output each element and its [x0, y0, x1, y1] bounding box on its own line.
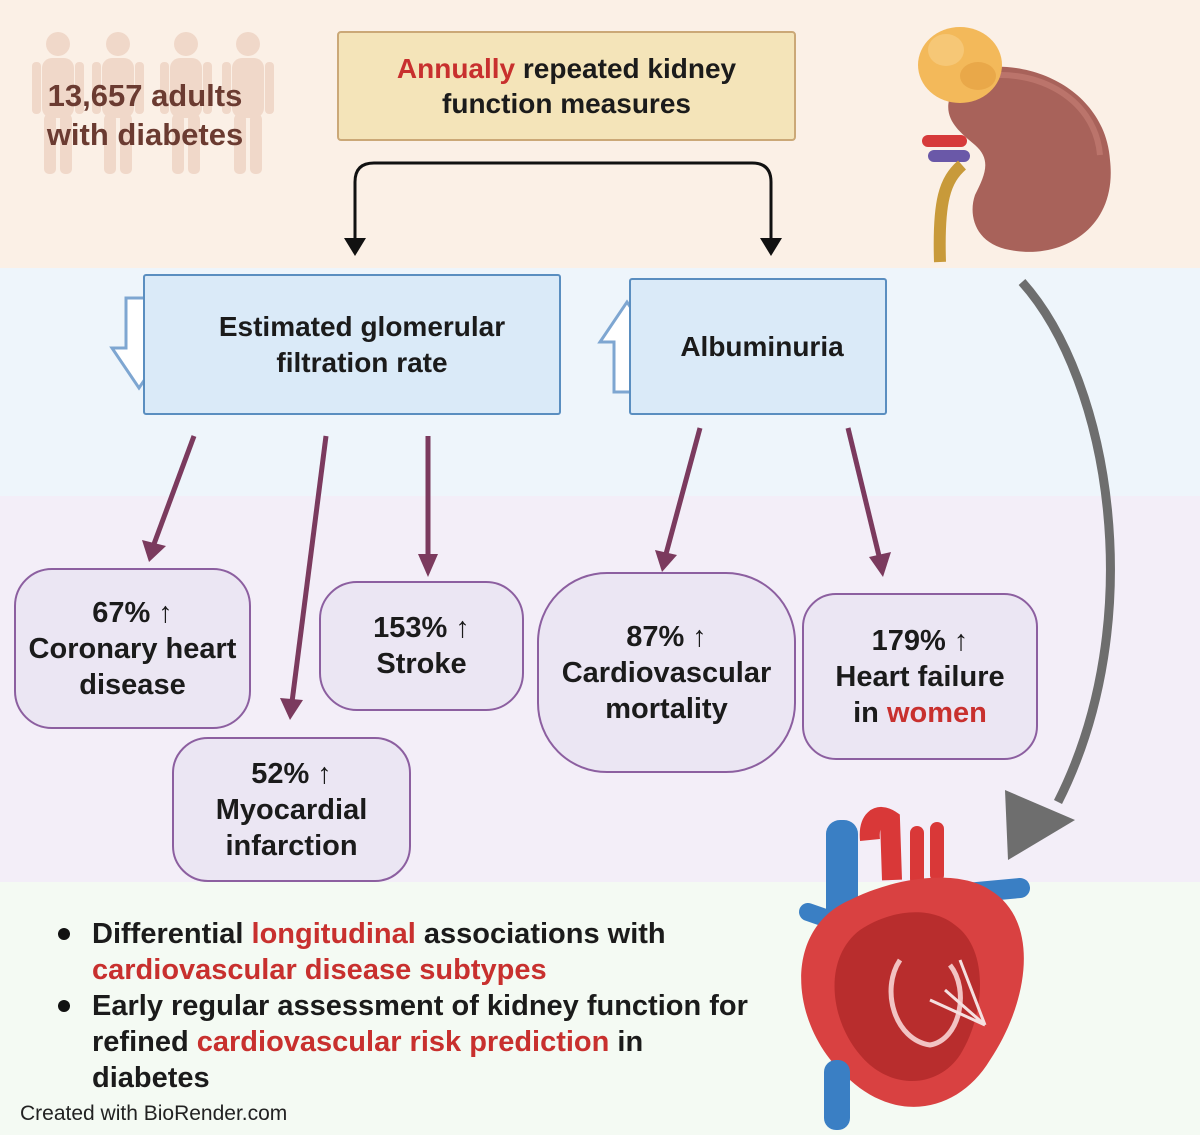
split-connector: [353, 161, 773, 240]
cvm-change: 87% ↑: [626, 620, 707, 653]
hf-line2-highlight: women: [886, 696, 987, 729]
kidney-icon: [918, 27, 1111, 263]
cohort-label: 13,657 adults with diabetes: [20, 76, 270, 154]
outcome-myocardial-infarction: 52% ↑ Myocardial infarction: [172, 737, 411, 882]
egfr-box: Estimated glomerular filtration rate: [143, 274, 561, 415]
albuminuria-label: Albuminuria: [680, 330, 844, 362]
bullet-dot: [58, 928, 70, 940]
chd-line2: disease: [79, 668, 186, 701]
chd-change: 67% ↑: [92, 596, 173, 629]
mi-line1: Myocardial: [215, 793, 368, 826]
conclusions-list: Differential longitudinal associations w…: [58, 916, 768, 1096]
conclusion-1-highlight1: longitudinal: [251, 918, 416, 950]
biorender-credit: Created with BioRender.com: [20, 1102, 288, 1125]
outcome-cardiovascular-mortality: 87% ↑ Cardiovascular mortality: [537, 572, 796, 773]
kidney-to-heart-arrow: [1018, 278, 1115, 805]
egfr-line1: Estimated glomerular: [218, 310, 506, 342]
arrowhead-albuminuria: [760, 238, 782, 256]
arrowhead-egfr: [344, 238, 366, 256]
stroke-change: 153% ↑: [373, 612, 470, 644]
human-silhouette-icon: [32, 32, 274, 174]
hf-line1: Heart failure: [835, 660, 1005, 693]
cvm-line1: Cardiovascular: [561, 656, 772, 689]
cohort-line2: with diabetes: [46, 117, 244, 152]
conclusion-2-highlight: cardiovascular risk prediction: [196, 1026, 610, 1058]
mi-change: 52% ↑: [251, 757, 332, 790]
conclusion-1-pre: Differential: [92, 918, 252, 950]
conclusion-2-post: in diabetes: [92, 1026, 644, 1094]
measures-highlight: Annually: [396, 53, 516, 84]
stroke-line1: Stroke: [376, 648, 467, 680]
mi-line2: infarction: [225, 829, 358, 862]
hf-change: 179% ↑: [871, 624, 969, 657]
chd-line1: Coronary heart: [28, 632, 237, 665]
kidney-measures-box: Annually repeated kidney function measur…: [337, 31, 796, 141]
measures-line1: repeated kidney: [515, 53, 737, 84]
heart-icon: [799, 807, 1030, 1130]
conclusion-1-highlight2: cardiovascular disease subtypes: [92, 954, 547, 986]
conclusion-item: Early regular assessment of kidney funct…: [58, 988, 768, 1096]
cvm-line2: mortality: [605, 692, 728, 725]
outcome-heart-failure: 179% ↑ Heart failure in women: [802, 593, 1038, 760]
bullet-dot: [58, 1000, 70, 1012]
cohort-line1: 13,657 adults: [47, 78, 243, 113]
conclusion-2-pre: Early regular assessment of kidney funct…: [92, 990, 748, 1058]
conclusion-1-mid: associations with: [415, 918, 666, 950]
outcome-arrows: [151, 427, 883, 703]
outcome-stroke: 153% ↑ Stroke: [319, 581, 524, 711]
albuminuria-box: Albuminuria: [629, 278, 887, 415]
conclusion-item: Differential longitudinal associations w…: [58, 916, 768, 988]
egfr-line2: filtration rate: [276, 346, 448, 378]
outcome-coronary-heart-disease: 67% ↑ Coronary heart disease: [14, 568, 251, 729]
hf-line2-pre: in: [853, 696, 887, 729]
measures-line2: function measures: [442, 88, 691, 119]
